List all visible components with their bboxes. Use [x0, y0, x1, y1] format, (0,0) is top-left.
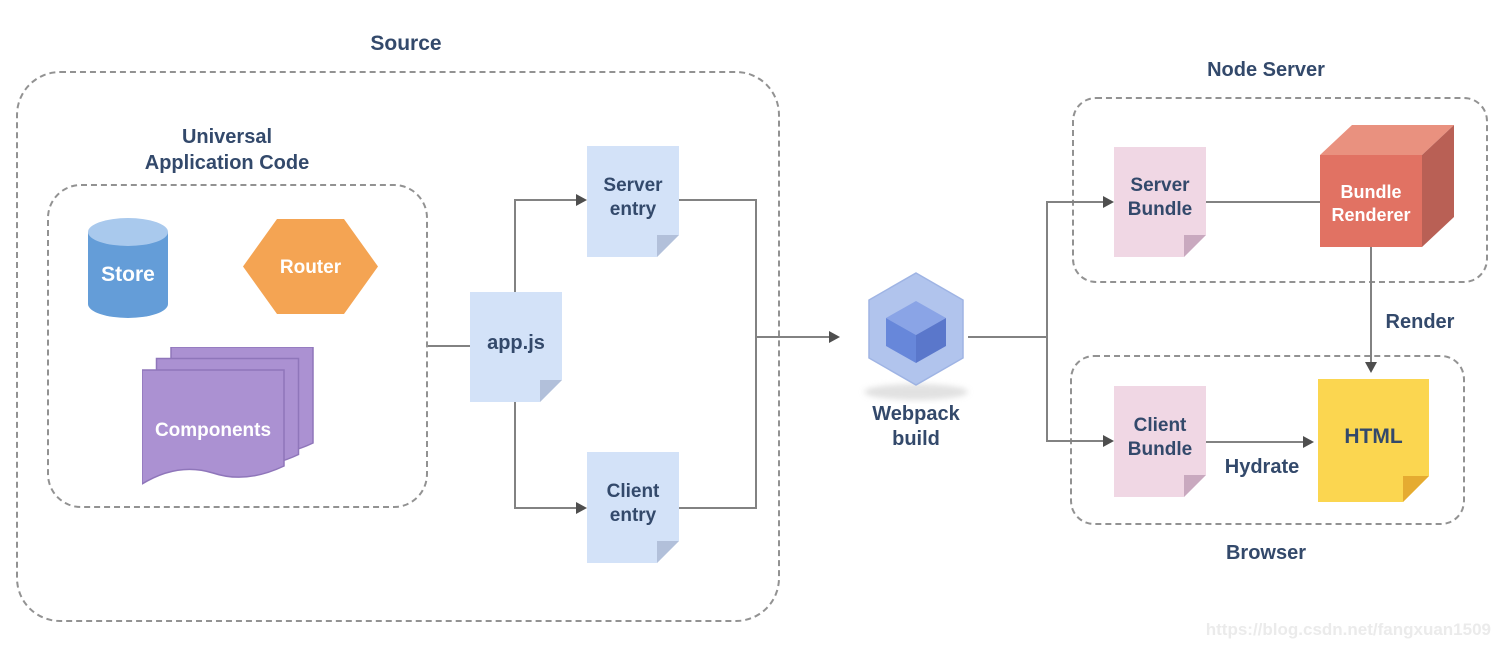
bundle-renderer-label-line2: Renderer [1331, 205, 1411, 225]
database-cylinder-icon [88, 218, 168, 318]
server-bundle-label-line1: Server [1130, 175, 1190, 196]
client-entry-label-line1: Client [606, 480, 660, 502]
connector-appjs-to-server-entry [514, 199, 576, 201]
appjs-node: app.js [470, 292, 562, 402]
connector-render [1370, 247, 1372, 363]
note-page-icon [587, 452, 679, 563]
universal-group-label-line2: Application Code [144, 152, 310, 174]
stacked-pages-icon [141, 346, 314, 486]
html-label: HTML [1344, 424, 1403, 448]
cube-icon [1320, 125, 1454, 247]
connector-merge-to-webpack [755, 336, 829, 338]
bundle-renderer-label-line1: Bundle [1340, 182, 1402, 202]
connector-webpack-out [968, 336, 1048, 338]
arrowhead-html-render [1365, 362, 1377, 373]
client-entry-node: Client entry [587, 452, 679, 563]
connector-to-client-bundle [1046, 440, 1103, 442]
connector-to-server-bundle [1046, 201, 1103, 203]
arrowhead-html-hydrate [1303, 436, 1314, 448]
store-node: Store [88, 218, 168, 323]
connector-split-vertical [1046, 201, 1048, 442]
browser-group-label: Browser [1225, 542, 1307, 564]
connector-client-entry-merge [755, 336, 757, 509]
source-group-box [16, 71, 780, 622]
appjs-label: app.js [487, 332, 545, 354]
node-server-group-label: Node Server [1207, 59, 1325, 81]
client-bundle-label-line2: Bundle [1127, 438, 1193, 460]
connector-server-bundle-to-renderer [1206, 201, 1320, 203]
source-group-label: Source [370, 32, 442, 55]
components-label: Components [154, 420, 272, 441]
note-page-icon [1114, 147, 1206, 257]
components-node: Components [141, 346, 317, 494]
note-page-icon [587, 146, 679, 257]
server-entry-node: Server entry [587, 146, 679, 257]
connector-hydrate [1206, 441, 1305, 443]
universal-group-label-line1: Universal [181, 126, 273, 148]
connector-appjs-down [514, 402, 516, 509]
connector-client-entry-out [678, 507, 757, 509]
webpack-build-node: Webpack build [853, 268, 979, 450]
arrowhead-client-entry [576, 502, 587, 514]
arrowhead-server-entry [576, 194, 587, 206]
client-entry-label-line2: entry [609, 504, 657, 526]
connector-appjs-up [514, 200, 516, 293]
webpack-cube-icon [864, 272, 968, 400]
universal-app-code-group-box [47, 184, 428, 508]
connector-appjs-to-client-entry [514, 507, 576, 509]
server-entry-label-line1: Server [603, 174, 663, 196]
arrowhead-client-bundle [1103, 435, 1114, 447]
bundle-renderer-node: Bundle Renderer [1316, 121, 1458, 256]
server-bundle-label-line2: Bundle [1127, 199, 1193, 220]
watermark: https://blog.csdn.net/fangxuan1509 [1205, 620, 1491, 639]
note-page-icon [1114, 386, 1206, 497]
router-label: Router [279, 257, 342, 278]
hydrate-edge-label: Hydrate [1224, 456, 1300, 478]
note-page-icon [470, 292, 562, 402]
connector-universal-to-appjs [428, 345, 470, 347]
client-bundle-label-line1: Client [1133, 414, 1187, 436]
arrowhead-webpack [829, 331, 840, 343]
store-label: Store [101, 263, 155, 286]
webpack-build-label: Webpack build [872, 403, 960, 450]
render-edge-label: Render [1385, 311, 1455, 333]
connector-server-entry-out [678, 199, 757, 201]
html-node: HTML [1318, 379, 1429, 502]
connector-server-entry-merge [755, 199, 757, 338]
server-bundle-node: Server Bundle [1114, 147, 1206, 257]
node-server-group-box [1072, 97, 1488, 283]
arrowhead-server-bundle [1103, 196, 1114, 208]
note-page-icon [1318, 379, 1429, 502]
server-entry-label-line2: entry [609, 198, 657, 220]
client-bundle-node: Client Bundle [1114, 386, 1206, 497]
router-node: Router [243, 219, 378, 319]
hexagon-icon [243, 219, 378, 314]
